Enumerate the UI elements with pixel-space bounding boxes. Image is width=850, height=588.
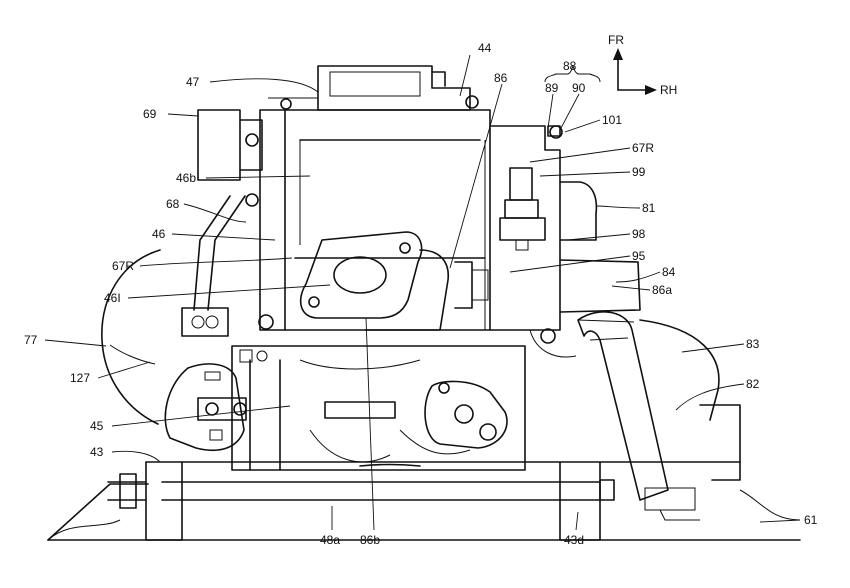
brace-88: [544, 64, 601, 83]
label-101: 101: [602, 113, 622, 127]
label-46b: 46b: [176, 171, 196, 185]
rh-arrow-head-icon: [645, 85, 657, 95]
label-43d: 43d: [564, 533, 584, 547]
part-labels: 44 47 86 88 89 90 101 69 67R 99 46b 81 6…: [24, 41, 818, 547]
label-81: 81: [642, 201, 656, 215]
label-69: 69: [143, 107, 157, 121]
label-68: 68: [166, 197, 180, 211]
label-84: 84: [662, 265, 676, 279]
label-90: 90: [572, 81, 586, 95]
label-77: 77: [24, 333, 38, 347]
label-rh: RH: [660, 83, 677, 97]
label-45: 45: [90, 419, 104, 433]
label-82: 82: [746, 377, 760, 391]
label-83: 83: [746, 337, 760, 351]
label-67r-left: 67R: [112, 259, 134, 273]
label-88: 88: [563, 59, 577, 73]
label-fr: FR: [608, 33, 624, 47]
label-99: 99: [632, 165, 646, 179]
fr-arrow-head-icon: [613, 48, 623, 60]
label-47: 47: [186, 75, 200, 89]
label-89: 89: [545, 81, 559, 95]
orientation-indicator: FR RH: [608, 33, 677, 97]
label-86: 86: [494, 71, 508, 85]
leader-lines: [44, 54, 801, 531]
label-86b: 86b: [360, 533, 380, 547]
label-61: 61: [804, 513, 818, 527]
label-46: 46: [152, 227, 166, 241]
label-95: 95: [632, 249, 646, 263]
label-48a: 48a: [320, 533, 340, 547]
label-86a: 86a: [652, 283, 672, 297]
label-43: 43: [90, 445, 104, 459]
engine-drawing: [47, 65, 801, 541]
label-46i: 46I: [104, 291, 121, 305]
label-127: 127: [70, 371, 90, 385]
label-67r-top: 67R: [632, 141, 654, 155]
label-98: 98: [632, 227, 646, 241]
label-44: 44: [478, 41, 492, 55]
